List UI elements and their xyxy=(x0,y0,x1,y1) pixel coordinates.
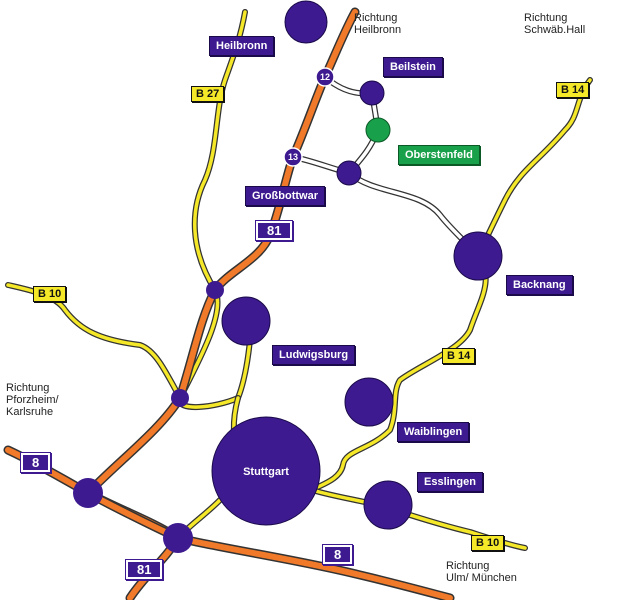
grossbottwar-marker xyxy=(336,160,362,186)
b27-shield: B 27 xyxy=(191,86,225,102)
esslingen-marker xyxy=(363,480,413,530)
a81-shield-bottom: 81 xyxy=(125,559,164,580)
oberstenfeld-label: Oberstenfeld xyxy=(398,145,480,165)
minor-roads xyxy=(290,74,481,259)
exit-13-label: 13 xyxy=(288,152,298,162)
b14-shield-mid: B 14 xyxy=(442,348,476,364)
oberstenfeld-marker xyxy=(365,117,391,143)
stuttgart-label: Stuttgart xyxy=(243,466,289,478)
ludwigsburg-label: Ludwigsburg xyxy=(272,345,356,365)
backnang-marker xyxy=(453,231,503,281)
junction-marker xyxy=(171,389,189,407)
a8-shield-right: 8 xyxy=(322,544,354,565)
junction-marker xyxy=(73,478,103,508)
a81-shield-top: 81 xyxy=(255,220,294,241)
b14-shield-top: B 14 xyxy=(556,82,590,98)
ludwigsburg-marker xyxy=(221,296,271,346)
esslingen-label: Esslingen xyxy=(417,472,483,492)
exit-numbers: 12 13 xyxy=(283,67,335,167)
direction-heilbronn: Richtung Heilbronn xyxy=(354,12,402,36)
beilstein-label: Beilstein xyxy=(383,57,443,77)
exit-12-label: 12 xyxy=(320,72,330,82)
waiblingen-marker xyxy=(344,377,394,427)
b10-shield-left: B 10 xyxy=(33,286,67,302)
direction-pforzheim: Richtung Pforzheim/ Karlsruhe xyxy=(6,382,59,418)
beilstein-marker xyxy=(359,80,385,106)
direction-ulm: Richtung Ulm/ München xyxy=(446,560,517,584)
grossbottwar-label: Großbottwar xyxy=(245,186,325,206)
junction-marker xyxy=(163,523,193,553)
stuttgart-marker xyxy=(211,416,321,526)
heilbronn-label: Heilbronn xyxy=(209,36,275,56)
backnang-label: Backnang xyxy=(506,275,573,295)
waiblingen-label: Waiblingen xyxy=(397,422,470,442)
b10-shield-right: B 10 xyxy=(471,535,505,551)
direction-schwaebhall: Richtung Schwäb.Hall xyxy=(524,12,586,36)
a8-shield-left: 8 xyxy=(20,452,52,473)
heilbronn-marker xyxy=(284,0,328,44)
city-markers xyxy=(73,0,503,553)
junction-marker xyxy=(206,281,224,299)
